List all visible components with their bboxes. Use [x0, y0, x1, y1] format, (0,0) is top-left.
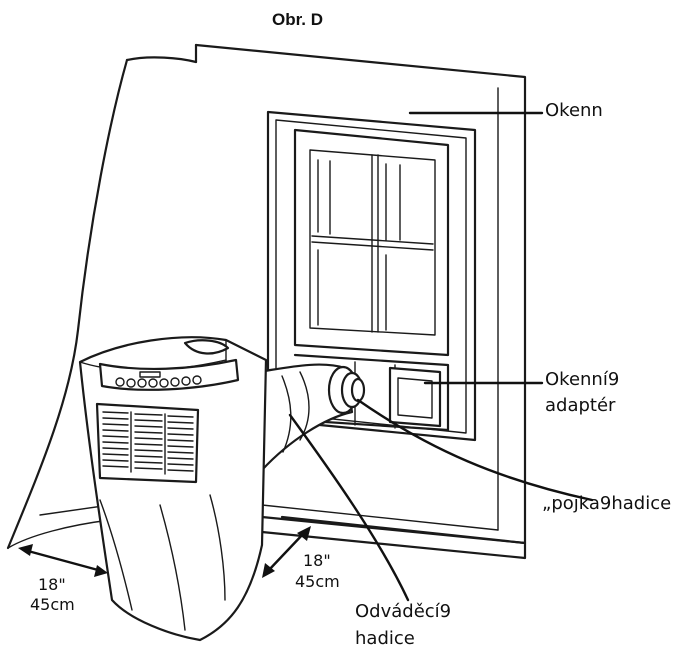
clearance-right-inches: 18": [303, 553, 331, 569]
arrow-right: [268, 533, 304, 571]
label-window: Okenn: [545, 102, 603, 120]
label-exhaust-hose-line1: Odváděcí9: [355, 603, 451, 621]
window-adapter: [390, 368, 440, 426]
arrow-left: [28, 551, 98, 570]
label-exhaust-hose-line2: hadice: [355, 630, 415, 648]
figure-title: Obr. D: [272, 11, 323, 28]
label-window-adapter-line2: adaptér: [545, 397, 615, 415]
label-window-adapter-line1: Okenní9: [545, 371, 619, 389]
label-hose-connector: „pojka9hadice: [542, 495, 671, 513]
clearance-left-cm: 45cm: [30, 597, 75, 613]
exhaust-hose: [258, 365, 364, 470]
clearance-left-inches: 18": [38, 577, 66, 593]
air-conditioner-unit: [80, 337, 266, 640]
leader-lines: [290, 113, 592, 600]
clearance-right-cm: 45cm: [295, 574, 340, 590]
